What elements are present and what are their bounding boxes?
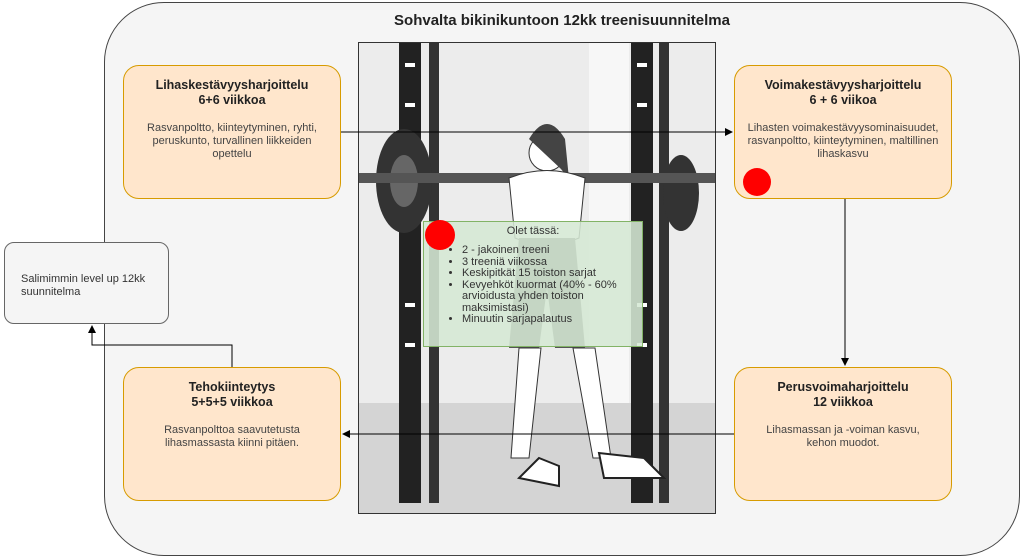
phase-description: Rasvanpolttoa saavutetusta lihasmassasta… [164,424,300,449]
phase-title: Voimakestävyysharjoittelu [764,78,922,92]
note-item: Kevyehköt kuormat (40% - 60% arvioidusta… [462,279,642,315]
phase-duration: 12 viikkoa [813,395,873,409]
note-item: 2 - jakoinen treeni [462,244,642,257]
note-list: 2 - jakoinen treeni 3 treeniä viikossa K… [462,244,642,326]
phase-description: Lihasten voimakestävyysominaisuudet, ras… [747,122,939,160]
phase-duration: 6+6 viikkoa [198,93,266,107]
phase-description: Lihasmassan ja -voiman kasvu, kehon muod… [766,424,920,449]
phase-box-basic-strength: Perusvoimaharjoittelu 12 viikkoa Lihasma… [734,367,952,501]
note-item: Minuutin sarjapalautus [462,313,642,326]
phase-description: Rasvanpoltto, kiinteytyminen, ryhti, per… [147,122,317,160]
phase-marker [743,168,771,196]
note-item: Keskipitkät 15 toiston sarjat [462,267,642,280]
phase-title: Tehokiinteytys [188,380,276,394]
diagram-title: Sohvalta bikinikuntoon 12kk treenisuunni… [394,12,730,29]
plan-label-box: Salimimmin level up 12kk suunnitelma [4,242,169,324]
note-item: 3 treeniä viikossa [462,256,642,269]
current-phase-note: Olet tässä: 2 - jakoinen treeni 3 treeni… [423,221,643,347]
phase-title: Lihaskestävyysharjoittelu [155,78,309,92]
phase-box-toning: Tehokiinteytys 5+5+5 viikkoa Rasvanpoltt… [123,367,341,501]
phase-title: Perusvoimaharjoittelu [777,380,909,394]
phase-duration: 6 + 6 viikoa [809,93,877,107]
you-are-here-marker [425,220,455,250]
phase-box-muscular-endurance: Lihaskestävyysharjoittelu 6+6 viikkoa Ra… [123,65,341,199]
phase-duration: 5+5+5 viikkoa [191,395,273,409]
note-title: Olet tässä: [506,225,560,237]
phase-box-strength-endurance: Voimakestävyysharjoittelu 6 + 6 viikoa L… [734,65,952,199]
